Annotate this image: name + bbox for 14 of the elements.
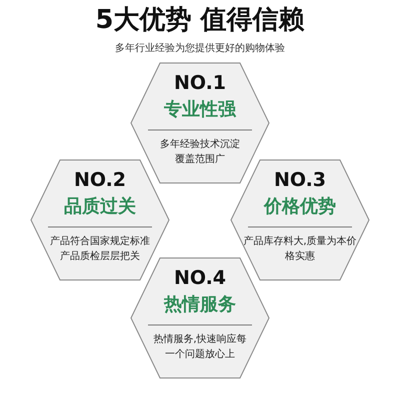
- description: 多年经验技术沉淀覆盖范围广: [159, 138, 241, 167]
- subtitle: 多年行业经验为您提供更好的购物体验: [114, 42, 286, 55]
- description: 产品库存料大,质量为本价格实惠: [243, 234, 357, 264]
- description: 热情服务,快速响应每一个问题放心上: [153, 332, 247, 362]
- heading: 价格优势: [262, 195, 337, 219]
- heading: 品质过关: [63, 195, 137, 219]
- number-label: NO.1: [172, 72, 228, 94]
- title: 5大优势 值得信赖: [94, 4, 306, 36]
- description: 产品符合国家规定标准产品质检层层把关: [49, 234, 151, 264]
- number-label: NO.2: [72, 169, 128, 191]
- heading: 热情服务: [162, 293, 237, 317]
- number-label: NO.3: [272, 169, 328, 191]
- number-label: NO.4: [172, 267, 228, 289]
- heading: 专业性强: [163, 98, 238, 122]
